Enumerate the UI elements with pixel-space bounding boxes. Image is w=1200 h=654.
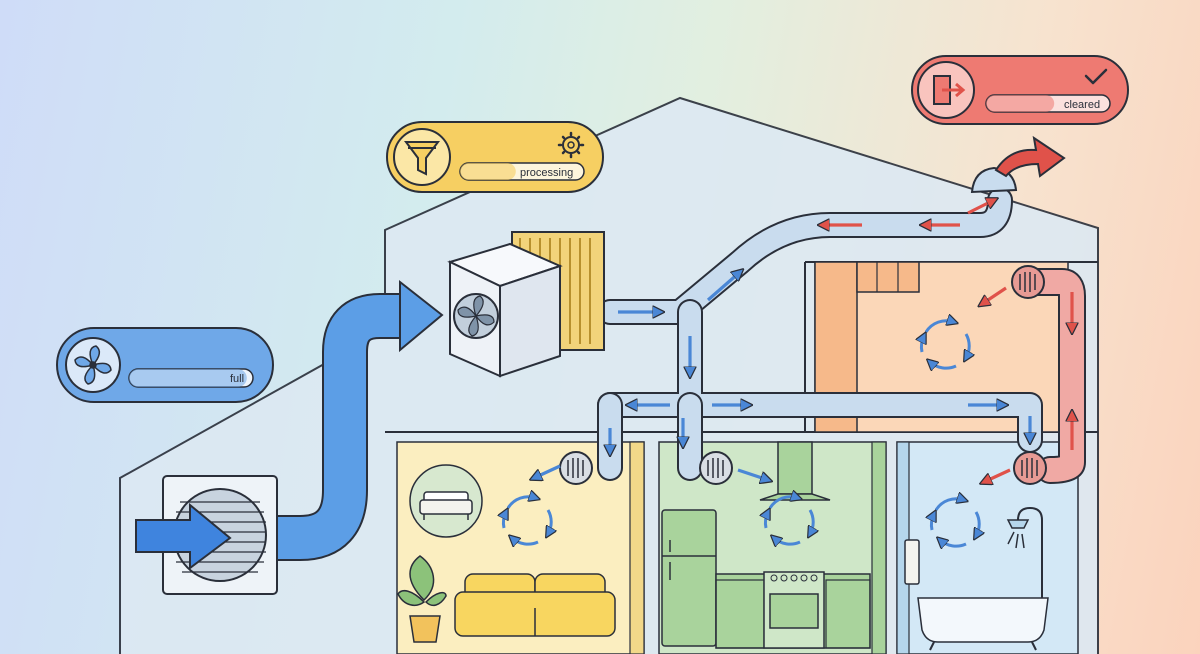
intake-status-text: full <box>230 373 244 385</box>
vent-bathroom <box>1013 451 1047 485</box>
fan-icon <box>74 345 112 385</box>
filter-progress-fill <box>460 163 516 180</box>
ventilation-unit <box>447 231 605 378</box>
exhaust-status-text: cleared <box>1064 99 1100 111</box>
bathtub <box>917 597 1049 651</box>
intake-progress-fill <box>129 369 247 387</box>
exhaust-status-panel: cleared <box>911 55 1129 125</box>
vent-kitchen <box>699 451 733 485</box>
intake-grille <box>135 475 278 595</box>
sofa-icon <box>409 464 483 538</box>
gear-icon <box>557 131 585 159</box>
exhaust-progress-fill <box>986 95 1055 112</box>
checkmark-icon <box>1084 68 1108 85</box>
funnel-icon <box>404 141 440 176</box>
exhaust-outflow-arrow <box>994 135 1066 178</box>
vent-living <box>559 451 593 485</box>
towel <box>904 539 920 585</box>
filter-status-text: processing <box>520 167 573 179</box>
exit-door-icon <box>933 75 966 105</box>
exhaust-flow-arrows <box>534 200 1072 482</box>
vent-upper <box>1011 265 1045 299</box>
circulation-swirls <box>503 321 979 546</box>
fridge <box>661 509 717 647</box>
room-vents <box>559 166 1047 485</box>
couch <box>454 573 616 637</box>
living-room <box>396 441 645 654</box>
stove <box>763 571 825 649</box>
filter-status-panel: processing <box>386 121 604 193</box>
intake-status-panel: full <box>56 327 274 403</box>
fresh-air-path <box>268 279 444 561</box>
plant <box>397 555 447 643</box>
shower-icon <box>1006 506 1043 598</box>
bathroom <box>896 441 1079 654</box>
range-hood <box>759 441 831 501</box>
supply-flow-arrows <box>610 272 1030 452</box>
